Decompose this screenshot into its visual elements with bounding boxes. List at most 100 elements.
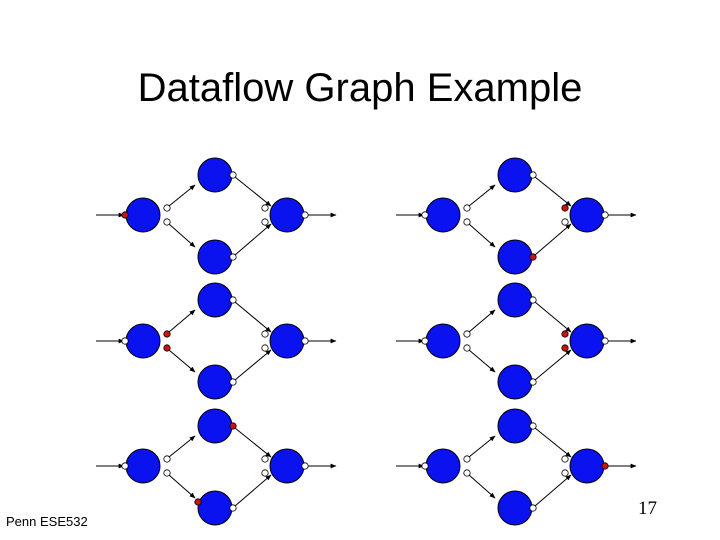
right-stage-1-join-edge-top bbox=[534, 176, 572, 207]
right-stage-3-input-port bbox=[421, 462, 429, 470]
right-stage-1-bottom-out-port bbox=[529, 253, 537, 261]
right-stage-3-bottom-out-port bbox=[529, 504, 537, 512]
left-stage-3-fork-edge-top bbox=[168, 435, 196, 458]
right-stage-2-output-port bbox=[601, 337, 609, 345]
right-stage-3-fork-edge-bottom bbox=[468, 474, 496, 499]
left-stage-2-join-port-top bbox=[261, 330, 269, 338]
right-stage-2-top-node bbox=[497, 282, 533, 318]
left-stage-2-fork-edge-bottom bbox=[168, 349, 196, 373]
left-stage-2-join-node bbox=[269, 323, 305, 359]
right-stage-2-fork-edge-bottom bbox=[468, 349, 496, 373]
left-stage-2-join-edge-top bbox=[234, 301, 272, 333]
left-stage-1-join-node bbox=[269, 197, 305, 233]
right-stage-3-join-edge-bottom bbox=[534, 474, 572, 507]
right-stage-3-output-port bbox=[601, 462, 609, 470]
right-stage-1-join-edge-bottom bbox=[534, 223, 572, 256]
left-stage-3-bottom-in-port bbox=[194, 498, 202, 506]
right-stage-1-join-node bbox=[569, 197, 605, 233]
left-stage-1-input-port bbox=[121, 211, 129, 219]
left-stage-3-fork-port-bottom bbox=[163, 469, 171, 477]
left-stage-1-bottom-out-port bbox=[229, 253, 237, 261]
right-stage-2-join-node bbox=[569, 323, 605, 359]
left-stage-2-fork-port-bottom bbox=[163, 344, 171, 352]
left-stage-1-fork-port-top bbox=[163, 204, 171, 212]
right-stage-1-fork-port-top bbox=[463, 204, 471, 212]
right-stage-2-top-out-port bbox=[529, 296, 537, 304]
left-stage-3-join-node bbox=[269, 448, 305, 484]
right-stage-3-fork-node bbox=[425, 448, 461, 484]
left-stage-1-bottom-node bbox=[197, 239, 233, 275]
left-stage-1-output-port bbox=[301, 211, 309, 219]
left-stage-1-join-edge-top bbox=[234, 176, 272, 207]
right-stage-3-fork-port-bottom bbox=[463, 469, 471, 477]
left-stage-2-top-out-port bbox=[229, 296, 237, 304]
right-stage-2-join-edge-bottom bbox=[534, 349, 572, 381]
left-stage-2-bottom-out-port bbox=[229, 378, 237, 386]
left-stage-1-top-out-port bbox=[229, 171, 237, 179]
right-stage-1-bottom-node bbox=[497, 239, 533, 275]
left-stage-1-fork-edge-top bbox=[168, 184, 196, 207]
left-stage-3-top-node bbox=[197, 408, 233, 444]
left-stage-2-output-port bbox=[301, 337, 309, 345]
left-stage-3-input-port bbox=[121, 462, 129, 470]
right-stage-2-fork-edge-top bbox=[468, 309, 496, 333]
right-stage-1-top-out-port bbox=[529, 171, 537, 179]
right-stage-3-top-node bbox=[497, 408, 533, 444]
right-stage-3-bottom-node bbox=[497, 490, 533, 526]
left-stage-2-input-port bbox=[121, 337, 129, 345]
left-stage-3-join-port-top bbox=[261, 455, 269, 463]
left-stage-1-top-node bbox=[197, 157, 233, 193]
right-stage-2-fork-port-bottom bbox=[463, 344, 471, 352]
left-stage-3-join-port-bottom bbox=[261, 469, 269, 477]
left-stage-3-fork-edge-bottom bbox=[168, 474, 196, 499]
left-stage-2-top-node bbox=[197, 282, 233, 318]
right-stage-2-fork-node bbox=[425, 323, 461, 359]
slide-title: Dataflow Graph Example bbox=[137, 66, 583, 110]
right-stage-1-join-port-bottom bbox=[561, 218, 569, 226]
right-stage-2-fork-port-top bbox=[463, 330, 471, 338]
right-stage-2-join-edge-top bbox=[534, 301, 572, 333]
right-stage-2-bottom-node bbox=[497, 364, 533, 400]
right-stage-3-fork-edge-top bbox=[468, 435, 496, 458]
right-stage-3-top-out-port bbox=[529, 422, 537, 430]
left-stage-2-fork-node bbox=[125, 323, 161, 359]
right-stage-1-join-port-top bbox=[561, 204, 569, 212]
left-stage-3-bottom-out-port bbox=[229, 504, 237, 512]
right-stage-1-fork-node bbox=[425, 197, 461, 233]
right-stage-1-input-port bbox=[421, 211, 429, 219]
right-stage-1-top-node bbox=[497, 157, 533, 193]
left-stage-3-fork-port-top bbox=[163, 455, 171, 463]
left-stage-3-join-edge-bottom bbox=[234, 474, 272, 507]
right-stage-1-output-port bbox=[601, 211, 609, 219]
footer-course-label: Penn ESE532 bbox=[6, 514, 88, 529]
left-stage-3-bottom-node bbox=[197, 490, 233, 526]
left-stage-1-join-port-bottom bbox=[261, 218, 269, 226]
left-stage-3-join-edge-top bbox=[234, 427, 272, 458]
right-stage-2-join-port-bottom bbox=[561, 344, 569, 352]
right-stage-1-fork-port-bottom bbox=[463, 218, 471, 226]
page-number: 17 bbox=[638, 498, 657, 519]
right-stage-2-join-port-top bbox=[561, 330, 569, 338]
left-stage-2-bottom-node bbox=[197, 364, 233, 400]
right-stage-3-join-edge-top bbox=[534, 427, 572, 458]
right-stage-3-join-port-top bbox=[561, 455, 569, 463]
left-stage-1-fork-edge-bottom bbox=[168, 223, 196, 248]
left-stage-2-fork-port-top bbox=[163, 330, 171, 338]
right-stage-1-fork-edge-top bbox=[468, 184, 496, 207]
right-stage-3-join-port-bottom bbox=[561, 469, 569, 477]
left-stage-2-join-edge-bottom bbox=[234, 349, 272, 381]
left-stage-1-join-edge-bottom bbox=[234, 223, 272, 256]
right-stage-3-fork-port-top bbox=[463, 455, 471, 463]
left-stage-2-fork-edge-top bbox=[168, 309, 196, 333]
right-stage-3-join-node bbox=[569, 448, 605, 484]
left-stage-1-fork-node bbox=[125, 197, 161, 233]
left-stage-2-join-port-bottom bbox=[261, 344, 269, 352]
right-stage-2-bottom-out-port bbox=[529, 378, 537, 386]
left-stage-3-fork-node bbox=[125, 448, 161, 484]
left-stage-1-fork-port-bottom bbox=[163, 218, 171, 226]
left-stage-1-join-port-top bbox=[261, 204, 269, 212]
right-stage-2-input-port bbox=[421, 337, 429, 345]
right-stage-1-fork-edge-bottom bbox=[468, 223, 496, 248]
left-stage-3-output-port bbox=[301, 462, 309, 470]
